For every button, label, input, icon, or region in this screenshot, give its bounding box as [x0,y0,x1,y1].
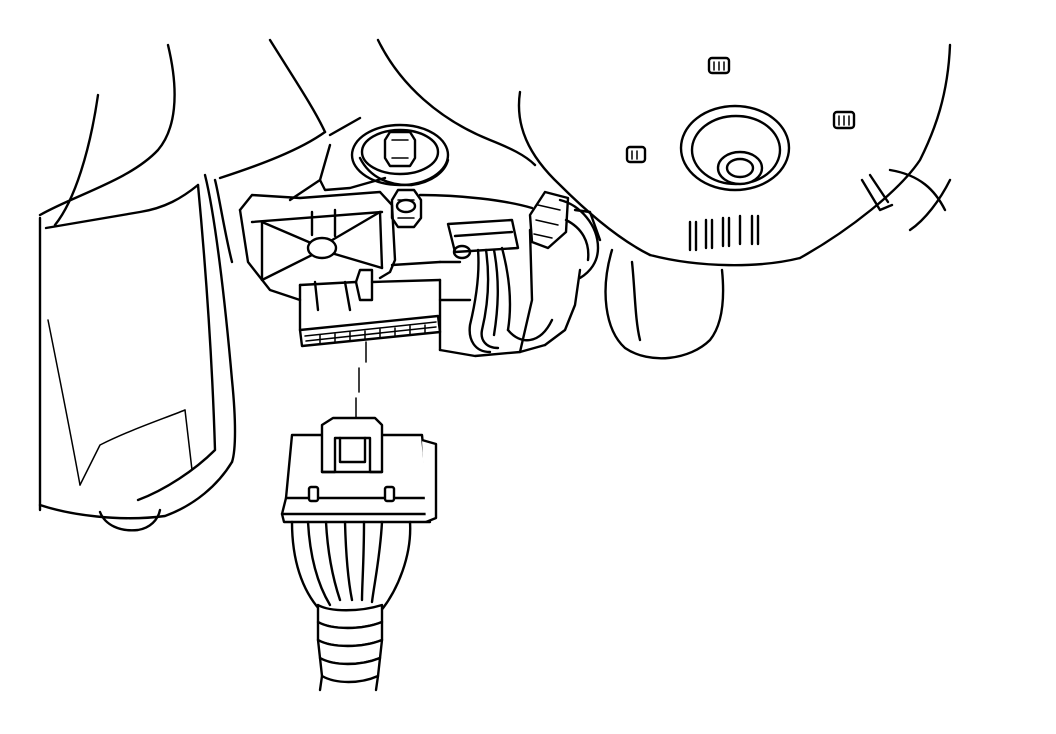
hex-nut [390,188,423,229]
cover-slots [625,56,856,164]
module-connector-port [298,314,442,348]
mounting-bracket [238,143,397,302]
vent-slots [688,214,760,252]
round-access-port [679,104,791,192]
left-trim-panel [38,38,327,532]
lower-housing [604,248,725,360]
wiring-harness [290,520,412,692]
mounting-bolt [350,123,450,187]
housing-cover [218,38,952,267]
wiring-harness-connector [280,416,438,524]
side-connector [528,190,602,280]
wire-pigtail [438,218,582,358]
alignment-leader-line [355,341,367,421]
